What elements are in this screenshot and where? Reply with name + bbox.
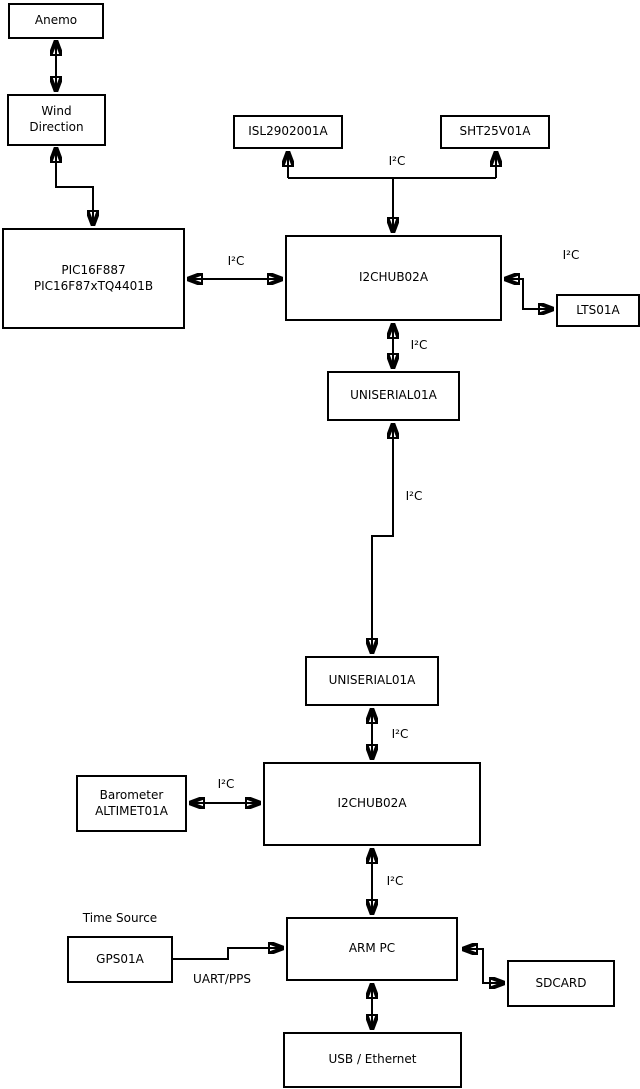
node-sht-label: SHT25V01A — [459, 124, 531, 139]
node-gps: GPS01A — [67, 936, 173, 983]
node-gps-label: GPS01A — [96, 951, 144, 966]
node-barometer: Barometer ALTIMET01A — [76, 775, 187, 832]
node-isl-label: ISL2902001A — [248, 124, 328, 139]
node-arm-pc-label: ARM PC — [348, 941, 396, 956]
node-i2c-hub-upper: I2CHUB02A — [285, 235, 502, 321]
node-wind-direction-label-line1: Wind — [41, 104, 72, 119]
edge-label-i2c-branch: I²C — [388, 154, 406, 168]
edge-label-i2c-uniserial-hub2: I²C — [391, 727, 409, 741]
edge-label-i2c-barometer-hub2: I²C — [217, 777, 235, 791]
edge-label-i2c-uniserial-link: I²C — [405, 489, 423, 503]
node-usb-ethernet: USB / Ethernet — [283, 1032, 462, 1088]
edge-label-i2c-hub1-uniserial: I²C — [410, 338, 428, 352]
edge-label-time-source: Time Source — [82, 911, 158, 925]
node-i2c-hub-lower: I2CHUB02A — [263, 762, 481, 846]
edge-label-i2c-hub2-armpc: I²C — [386, 874, 404, 888]
node-arm-pc: ARM PC — [286, 917, 458, 981]
edge-label-i2c-pic-hub1: I²C — [227, 254, 245, 268]
node-i2c-hub-lower-label: I2CHUB02A — [337, 796, 407, 811]
node-uniserial-top-label: UNISERIAL01A — [350, 388, 437, 403]
node-pic-label-line2: PIC16F87xTQ4401B — [33, 278, 154, 293]
node-anemometer: Anemo — [8, 3, 104, 39]
node-pic-microcontroller: PIC16F887 PIC16F87xTQ4401B — [2, 228, 185, 329]
node-uniserial-bottom-label: UNISERIAL01A — [328, 673, 416, 688]
node-anemometer-label: Anemo — [34, 13, 78, 28]
node-uniserial-bottom: UNISERIAL01A — [305, 656, 439, 706]
node-sht-sensor: SHT25V01A — [440, 115, 550, 149]
node-lts-sensor: LTS01A — [556, 294, 640, 327]
wire-uniserial-top-uniserial-bottom — [372, 423, 393, 654]
node-lts-label: LTS01A — [576, 302, 620, 317]
node-wind-direction: Wind Direction — [7, 94, 106, 146]
wire-i2chub1-lts01a — [504, 279, 554, 309]
edge-label-i2c-hub1-lts: I²C — [562, 248, 580, 262]
wire-wind-direction-pic — [56, 147, 93, 226]
wire-armpc-sdcard — [462, 949, 505, 983]
node-isl-sensor: ISL2902001A — [233, 115, 343, 149]
node-wind-direction-label-line2: Direction — [29, 120, 84, 134]
node-barometer-label-line1: Barometer — [99, 787, 164, 802]
node-barometer-label-line2: ALTIMET01A — [95, 803, 168, 818]
edge-label-uart-pps: UART/PPS — [193, 972, 251, 986]
node-i2c-hub-upper-label: I2CHUB02A — [358, 270, 429, 285]
node-sdcard-label: SDCARD — [535, 975, 587, 990]
node-sdcard: SDCARD — [507, 960, 615, 1007]
node-pic-label-line1: PIC16F887 — [61, 262, 126, 277]
wire-gps-armpc — [173, 948, 284, 960]
node-usb-ethernet-label: USB / Ethernet — [328, 1052, 417, 1067]
node-uniserial-top: UNISERIAL01A — [327, 371, 460, 421]
